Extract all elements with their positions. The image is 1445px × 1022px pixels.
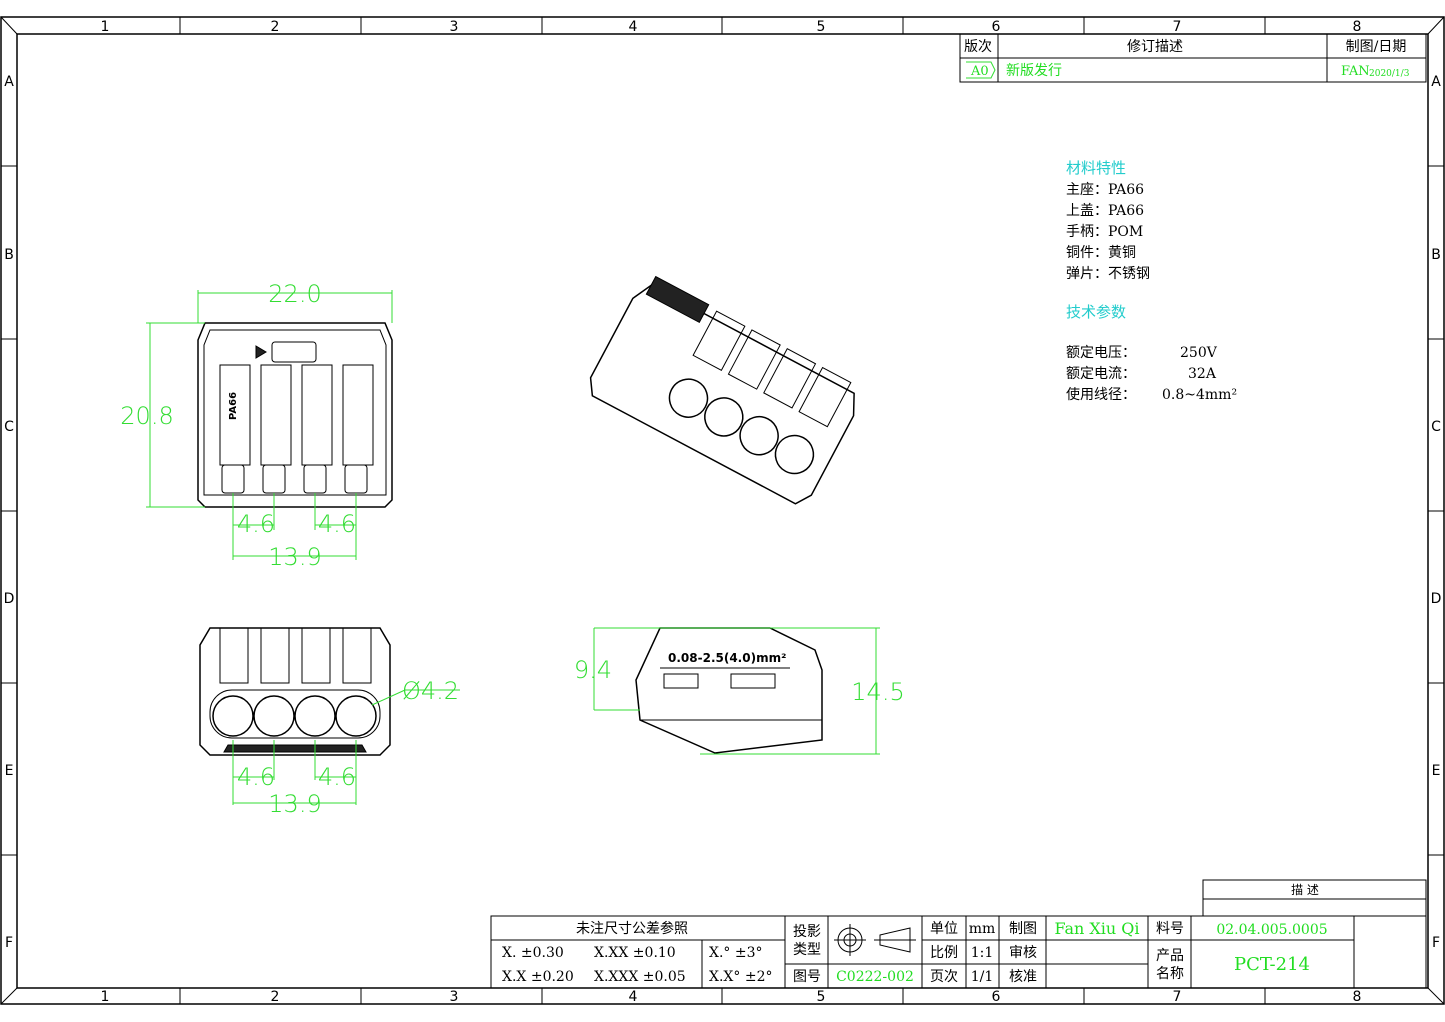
drawn-label: 制图 [1009,921,1037,937]
row-label: E [1432,763,1441,779]
row-label: E [5,763,14,779]
col-label: 4 [629,989,638,1005]
top-marking: PA66 [228,392,239,420]
front-view: 4.6 4.6 13.9 Ø4.2 [199,627,460,818]
dim-front-pitch: 4.6 [318,763,356,791]
col-label: 1 [101,19,110,35]
revision-flag-icon [966,61,996,79]
revision-header-version: 版次 [964,39,992,55]
tolerance-item: X.X ±0.20 [502,969,574,985]
projection-symbol-icon [834,924,916,956]
spec-value: 32A [1188,366,1217,382]
description-header: 描 述 [1291,883,1319,897]
drawing-frame: 1 2 3 4 5 6 7 8 1 2 3 4 5 6 7 8 A B C D … [0,16,1445,1005]
col-label: 7 [1173,989,1182,1005]
col-label: 8 [1353,19,1362,35]
row-label: D [1431,591,1442,607]
revision-table: 版次 修订描述 制图/日期 A0 新版发行 FAN 2020/1/3 [959,33,1427,83]
projection-label: 类型 [793,942,821,958]
tolerance-item: X.XX ±0.10 [594,945,676,961]
material-notes: 材料特性 主座：PA66 上盖：PA66 手柄：POM 铜件：黄铜 弹片：不锈钢… [1066,159,1237,403]
revision-author: FAN [1341,64,1370,79]
col-label: 7 [1173,19,1182,35]
revision-header-author-date: 制图/日期 [1346,39,1407,55]
projection-label: 投影 [793,924,821,940]
unit-value: mm [969,921,996,937]
material-item: 上盖：PA66 [1066,203,1144,219]
col-label: 5 [817,989,826,1005]
materials-title: 材料特性 [1066,159,1126,177]
product-label: 名称 [1156,966,1184,982]
col-label: 3 [450,19,459,35]
material-item: 铜件：黄铜 [1066,244,1136,261]
row-label: F [5,935,13,951]
page-label: 页次 [930,969,958,985]
spec-label: 额定电流： [1066,366,1136,382]
row-label: B [4,247,14,263]
product-label: 产品 [1156,948,1184,964]
row-label: A [1431,74,1441,90]
material-item: 主座：PA66 [1066,182,1144,198]
col-label: 1 [101,989,110,1005]
col-label: 8 [1353,989,1362,1005]
drawn-by: Fan Xiu Qi [1054,919,1139,938]
row-label: D [4,591,15,607]
dim-front-pitch: 4.6 [237,763,275,791]
spec-value: 250V [1180,345,1218,361]
part-no: 02.04.005.0005 [1216,922,1327,938]
revision-date: 2020/1/3 [1369,69,1410,79]
dim-hole-diameter: Ø4.2 [402,677,459,705]
spec-label: 使用线径： [1066,386,1136,403]
col-label: 2 [271,989,280,1005]
col-label: 4 [629,19,638,35]
dim-top-height: 20.8 [120,402,173,430]
dim-top-span: 13.9 [268,543,321,571]
title-block: 描 述 未注尺寸公差参照 X. ±0.30 X.XX ±0.10 X.° ±3°… [490,879,1427,989]
page-value: 1/1 [971,969,994,985]
row-label: C [1431,419,1441,435]
dim-top-pitch: 4.6 [318,510,356,538]
side-view: 0.08-2.5(4.0)mm² 9.4 14.5 [574,627,905,755]
dim-front-span: 13.9 [268,790,321,818]
part-no-label: 料号 [1156,921,1184,937]
revision-version: A0 [970,64,989,79]
scale-label: 比例 [930,945,958,961]
col-label: 6 [992,19,1001,35]
tolerance-item: X. ±0.30 [502,945,564,961]
dim-side-small: 9.4 [574,656,612,684]
isometric-view [589,275,855,505]
dim-top-width: 22.0 [268,280,321,308]
revision-description: 新版发行 [1006,63,1062,79]
revision-header-description: 修订描述 [1127,39,1183,55]
col-label: 5 [817,19,826,35]
check-label: 审核 [1009,945,1037,961]
dim-top-pitch: 4.6 [237,510,275,538]
drawing-no: C0222-002 [836,969,914,985]
spec-value: 0.8~4mm² [1162,387,1237,403]
tolerance-item: X.X° ±2° [709,969,772,985]
material-item: 手柄：POM [1066,224,1143,240]
row-label: B [1431,247,1441,263]
side-marking: 0.08-2.5(4.0)mm² [668,651,786,665]
drawing-no-label: 图号 [793,969,821,985]
col-label: 2 [271,19,280,35]
tolerance-item: X.XXX ±0.05 [594,969,686,985]
row-label: F [1432,935,1440,951]
specs-title: 技术参数 [1066,303,1126,321]
spec-label: 额定电压： [1066,345,1136,361]
product-name: PCT-214 [1234,954,1310,975]
tolerance-title: 未注尺寸公差参照 [576,920,688,937]
row-label: C [4,419,14,435]
col-label: 6 [992,989,1001,1005]
material-item: 弹片：不锈钢 [1066,266,1150,282]
col-label: 3 [450,989,459,1005]
tolerance-item: X.° ±3° [709,945,763,961]
scale-value: 1:1 [971,945,994,961]
dim-side-height: 14.5 [851,678,904,706]
approve-label: 核准 [1009,969,1037,985]
unit-label: 单位 [930,921,958,937]
row-label: A [4,74,14,90]
arrow-icon [255,345,267,359]
top-view: PA66 22.0 20.8 4.6 4.6 13.9 [120,280,393,571]
